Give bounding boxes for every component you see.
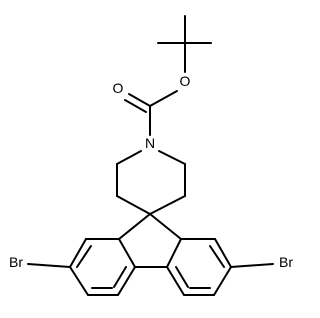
carbonyl-oxygen-label: O — [113, 80, 124, 96]
bond-right-ring-5 — [214, 238, 232, 268]
bond-left-ring-5 — [69, 238, 87, 268]
bond-left-ring-inner-a — [113, 266, 127, 288]
bond-right-ring-inner-a — [175, 266, 189, 288]
bond-left-ring-to-bromine — [27, 263, 71, 268]
bond-right-ring-4 — [213, 266, 232, 296]
bond-spiro-to-left-aromatic — [118, 213, 151, 240]
bond-carbonyl-double-2 — [124, 99, 147, 113]
ester-oxygen-label: O — [180, 73, 191, 89]
bromine-right-label: Br — [279, 254, 293, 270]
bond-carbonyl-double-1 — [128, 93, 151, 107]
bromine-left-label: Br — [9, 254, 23, 270]
bond-ring-right-to-spiro — [149, 195, 186, 215]
bond-left-ring-4 — [69, 266, 89, 296]
bond-spiro-to-right-aromatic — [149, 213, 182, 240]
bond-nitrogen-to-ring-left — [116, 150, 142, 165]
bond-nitrogen-to-ring-right — [158, 150, 186, 165]
bond-ring-left-to-spiro — [116, 195, 151, 215]
bond-right-ring-2 — [166, 266, 185, 296]
bond-ester-oxygen-to-carbonyl — [149, 90, 178, 107]
bond-right-ring-inner-b — [209, 245, 225, 268]
bond-right-ring-to-bromine — [230, 263, 274, 268]
bond-left-ring-2 — [117, 266, 136, 296]
nitrogen-label: N — [145, 135, 155, 151]
molecule-structure: O O N Br Br — [9, 15, 293, 296]
bond-left-ring-inner-b — [76, 245, 92, 268]
bond-right-ring-1 — [166, 238, 182, 268]
bond-left-ring-1 — [118, 238, 136, 268]
